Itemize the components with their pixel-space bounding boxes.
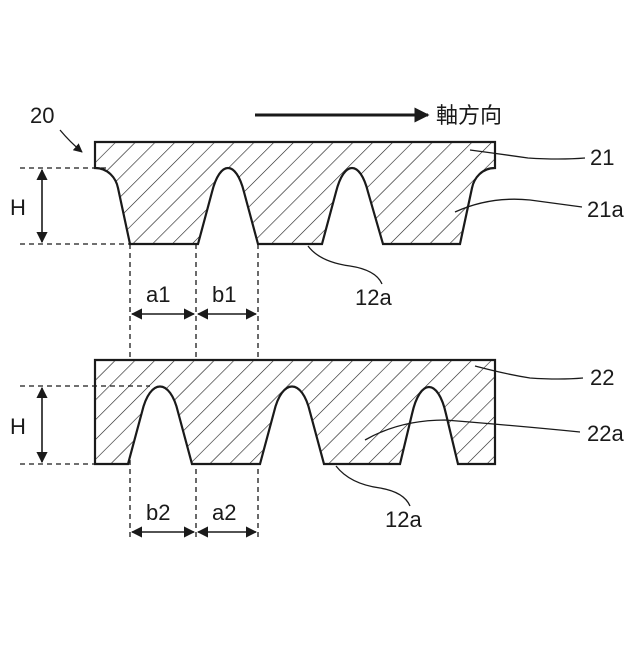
dimension-b1-label: b1 — [212, 282, 236, 307]
belt-top-ribs-label: 21a — [587, 197, 624, 222]
top-height-label: H — [10, 195, 26, 220]
groove-top-leader — [308, 246, 382, 284]
belt-assembly-label: 20 — [30, 103, 54, 128]
belt-top-label: 21 — [590, 145, 614, 170]
groove-bottom-label: 12a — [385, 507, 422, 532]
groove-bottom-leader — [336, 466, 410, 506]
axial-direction-label: 軸方向 — [436, 103, 502, 128]
dimension-a2-label: a2 — [212, 500, 236, 525]
belt-bottom-profile — [95, 360, 495, 464]
bottom-height-label: H — [10, 414, 26, 439]
belt-bottom-label: 22 — [590, 365, 614, 390]
dimension-a1-label: a1 — [146, 282, 170, 307]
belt-top-profile — [95, 142, 495, 244]
belt-bottom-ribs-label: 22a — [587, 421, 624, 446]
belt-assembly-leader — [60, 130, 82, 152]
groove-top-label: 12a — [355, 285, 392, 310]
dimension-b2-label: b2 — [146, 500, 170, 525]
belt-top-ribs-leader — [455, 199, 582, 212]
